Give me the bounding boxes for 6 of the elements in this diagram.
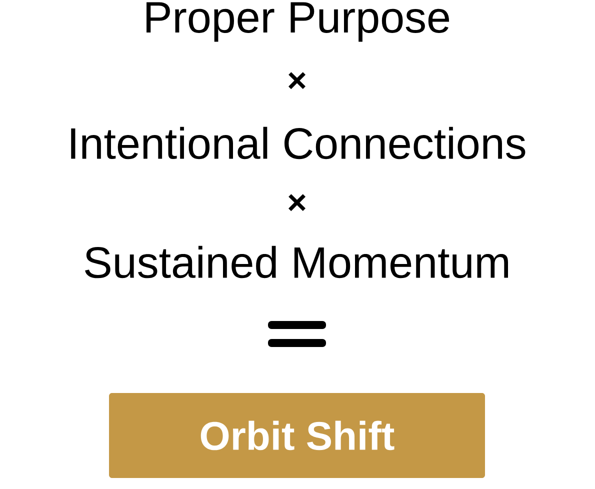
- term-text: Intentional Connections: [71, 126, 526, 160]
- term-text: Sustained Momentum: [85, 246, 508, 278]
- operator-symbol: ×: [288, 72, 306, 90]
- operator-symbol: ×: [288, 194, 306, 212]
- result-box: Orbit Shift: [109, 392, 485, 478]
- term-text: Proper Purpose: [146, 2, 450, 42]
